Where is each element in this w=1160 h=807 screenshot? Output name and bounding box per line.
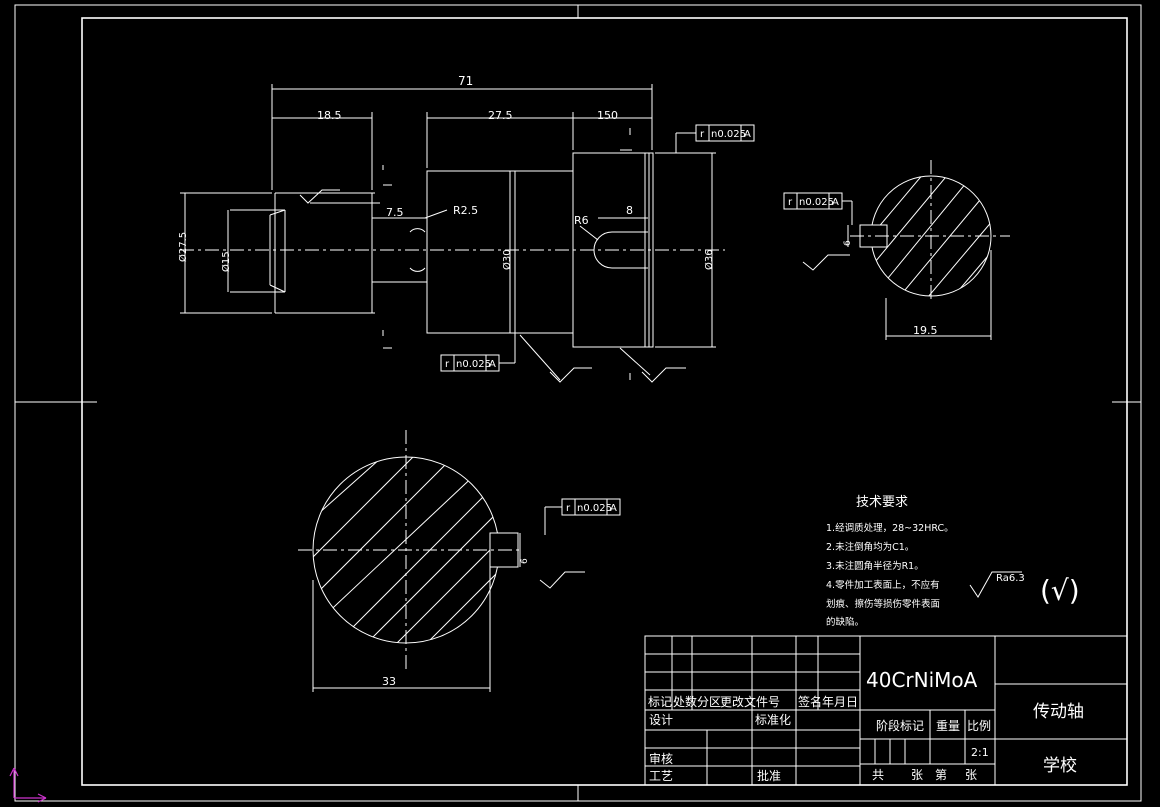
label-scale: 比例 [967,719,991,733]
tolerance-frame-3: r n0.025 A [783,192,853,225]
label-weight: 重量 [936,719,960,733]
shaft-main-view [180,128,725,380]
svg-text:n0.025: n0.025 [577,503,612,514]
svg-text:A: A [744,129,751,140]
svg-text:更改文件号: 更改文件号 [720,694,780,709]
dim-18-5: 18.5 [317,109,342,122]
dim-dia-36: Ø36 [703,249,715,270]
svg-text:A: A [832,197,839,208]
dim-8: 8 [626,204,633,217]
label-design: 设计 [649,713,673,727]
svg-text:年月日: 年月日 [822,695,858,709]
svg-text:1.经调质处理，28~32HRC。: 1.经调质处理，28~32HRC。 [826,522,954,534]
roughness-other: (√) [1040,574,1080,607]
svg-text:3.未注圆角半径为R1。: 3.未注圆角半径为R1。 [826,560,924,572]
label-standardize: 标准化 [755,713,791,727]
dim-150: 150 [597,109,618,122]
svg-text:处数: 处数 [673,694,697,709]
title-block [644,635,1128,786]
label-process: 工艺 [649,769,673,783]
label-approve: 批准 [757,768,781,783]
material: 40CrNiMoA [866,668,978,692]
main-dimension-lines [180,84,716,381]
label-sheet-unit: 张 [911,768,923,782]
dim-sec1-key: 6 [843,240,853,246]
ucs-icon [9,767,47,803]
dim-sec1-width: 19.5 [913,324,938,337]
svg-text:r: r [700,129,705,140]
centering-marks [15,5,1141,801]
school: 学校 [1043,756,1077,776]
svg-text:标记: 标记 [648,695,672,709]
section-view-2 [298,430,521,692]
svg-text:r: r [445,359,450,370]
svg-text:划痕、擦伤等损伤零件表面: 划痕、擦伤等损伤零件表面 [826,598,940,610]
svg-text:r: r [788,197,793,208]
svg-text:A: A [489,359,496,370]
svg-text:n0.025: n0.025 [799,197,834,208]
section-view-1 [847,160,1010,340]
dim-dia-15: Ø15 [220,251,232,272]
title-block-header-row: 标记 处数 分区 更改文件号 签名 年月日 [648,694,858,709]
tech-req-title: 技术要求 [856,495,908,510]
svg-text:分区: 分区 [697,695,721,709]
dim-r6: R6 [574,214,589,227]
tech-req-list: 1.经调质处理，28~32HRC。 2.未注倒角均为C1。 3.未注圆角半径为R… [826,522,954,628]
dim-7-5: 7.5 [386,206,404,219]
roughness-symbols [299,189,850,589]
svg-text:n0.025: n0.025 [456,359,491,370]
dim-dia-27-5: Ø27.5 [177,232,189,262]
svg-text:签名: 签名 [798,694,822,709]
roughness-default-text: Ra6.3 [996,573,1025,584]
svg-text:2.未注倒角均为C1。: 2.未注倒角均为C1。 [826,541,914,553]
svg-text:r: r [566,503,571,514]
label-review: 审核 [649,751,673,766]
svg-text:的缺陷。: 的缺陷。 [826,616,864,628]
svg-text:n0.025: n0.025 [711,129,746,140]
label-total: 共 [872,768,884,782]
dim-sec2-key: 6 [520,558,530,564]
roughness-default-symbol [969,571,1022,598]
dim-overall: 71 [458,74,473,88]
label-page-unit: 张 [965,768,977,782]
svg-text:4.零件加工表面上，不应有: 4.零件加工表面上，不应有 [826,579,940,591]
label-stage: 阶段标记 [876,718,924,733]
tolerance-frame-4: r n0.025 A [544,498,621,535]
label-page: 第 [935,768,947,782]
dim-dia-30: Ø30 [501,249,513,270]
dim-r2-5: R2.5 [453,204,478,217]
scale-value: 2:1 [971,746,989,759]
tolerance-frame-1: r n0.025 A [675,124,755,153]
dim-27-5: 27.5 [488,109,513,122]
svg-text:A: A [610,503,617,514]
dim-sec2-width: 33 [382,675,396,688]
tolerance-frame-2: r n0.025 A [440,333,516,372]
part-name: 传动轴 [1033,702,1084,722]
